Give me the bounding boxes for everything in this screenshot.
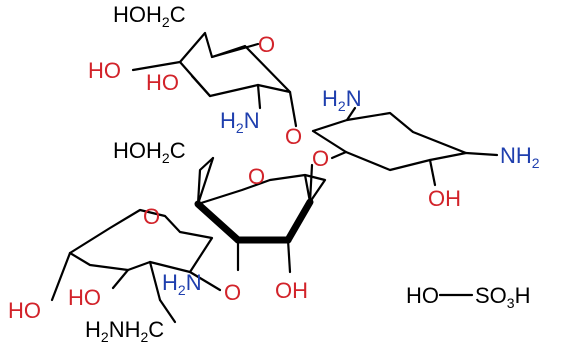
link-oxygen-2: O [312,146,329,171]
ring4-ho-left: HO [8,298,41,323]
sulfate-so3h-label: SO3H [475,283,530,311]
bonds [50,31,499,324]
ribose-front-bond-left [194,200,242,244]
ring4-nh2-label: H2N [162,270,202,298]
ring1-oxygen: O [258,32,275,57]
sulfate-ho-label: HO [406,283,439,308]
link-oxygen-3: O [224,280,241,305]
top-ch2oh-label: HOH2C [113,2,186,30]
link-oxygen-1: O [285,124,302,149]
ring2-bonds [311,111,468,172]
ring4-oxygen: O [143,204,160,229]
ring2-link-o-bond [330,150,348,160]
ring2-nh2-right-bond [464,151,499,157]
ring4-bonds [68,208,214,274]
ribose-oxygen: O [248,164,265,189]
ring4-link-o-bond [188,270,222,292]
ring4-ho-left-bond [50,251,72,302]
ring2-oh-bond [428,158,437,187]
ring2-nh2-right-label: NH2 [500,143,540,171]
ring1-o-bond [210,42,260,59]
ring1-ho-inner-bond [190,74,212,98]
ribose-oh-bond [286,238,292,274]
ring1-nh2-bond [256,83,262,110]
ring2-nh2-top-label: H2N [322,86,362,114]
ring1-link-o-bond [288,90,298,128]
ribose-ch2oh-label: HOH2C [113,138,186,166]
ring4-ch2n-bond [158,298,177,324]
ring4-ch2-bond [148,260,162,302]
bottom-h2nh2c-label: H2NH2C [85,317,164,345]
ring4-ho-inner: HO [68,285,101,310]
ring2-oh-label: OH [428,186,461,211]
ring1-ho-bond [131,60,182,72]
ribose-bonds [196,156,327,206]
ribose-ch2-bond [196,156,215,206]
ribose-front-bond-right [284,198,314,244]
ring1-nh2-label: H2N [220,108,260,136]
ring1-ho-left: HO [88,58,121,83]
ring2-nh2-bond [345,106,357,122]
atom-labels: HOH2C O HO HO H2N O H2N NH2 OH O HOH2C O… [8,2,540,345]
ribose-oh-label: OH [275,278,308,303]
ring1-ho-inner: HO [146,70,179,95]
ribose-anomeric-bond [308,163,314,204]
ring4-ho-inner-bond [111,268,130,290]
